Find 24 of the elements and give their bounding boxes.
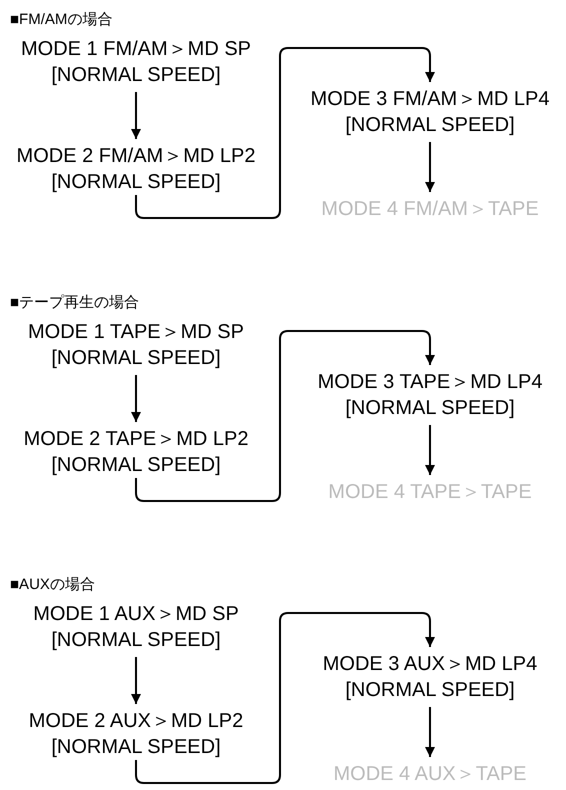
section-heading: ■テープ再生の場合 <box>10 293 140 313</box>
arrow <box>131 92 141 139</box>
arrow <box>425 142 435 192</box>
arrow <box>135 47 435 219</box>
mode-label: MODE 1 TAPE＞MD SP [NORMAL SPEED] <box>11 319 261 371</box>
arrow <box>131 657 141 704</box>
section-heading: ■FM/AMの場合 <box>10 10 112 30</box>
section-heading: ■AUXの場合 <box>10 575 95 595</box>
arrow <box>135 612 435 784</box>
mode-label: MODE 1 FM/AM＞MD SP [NORMAL SPEED] <box>11 36 261 88</box>
arrow <box>135 330 435 502</box>
mode-label: MODE 1 AUX＞MD SP [NORMAL SPEED] <box>11 601 261 653</box>
arrow <box>131 375 141 422</box>
mode-label: MODE 4 FM/AM＞TAPE <box>295 196 565 222</box>
mode-label: MODE 3 TAPE＞MD LP4 [NORMAL SPEED] <box>295 369 565 421</box>
mode-label: MODE 2 TAPE＞MD LP2 [NORMAL SPEED] <box>6 426 266 478</box>
mode-label: MODE 3 AUX＞MD LP4 [NORMAL SPEED] <box>295 651 565 703</box>
mode-label: MODE 4 TAPE＞TAPE <box>295 479 565 505</box>
mode-label: MODE 4 AUX＞TAPE <box>295 761 565 787</box>
arrow <box>425 707 435 757</box>
mode-label: MODE 3 FM/AM＞MD LP4 [NORMAL SPEED] <box>295 86 565 138</box>
mode-label: MODE 2 AUX＞MD LP2 [NORMAL SPEED] <box>6 708 266 760</box>
arrow <box>425 425 435 475</box>
mode-label: MODE 2 FM/AM＞MD LP2 [NORMAL SPEED] <box>6 143 266 195</box>
